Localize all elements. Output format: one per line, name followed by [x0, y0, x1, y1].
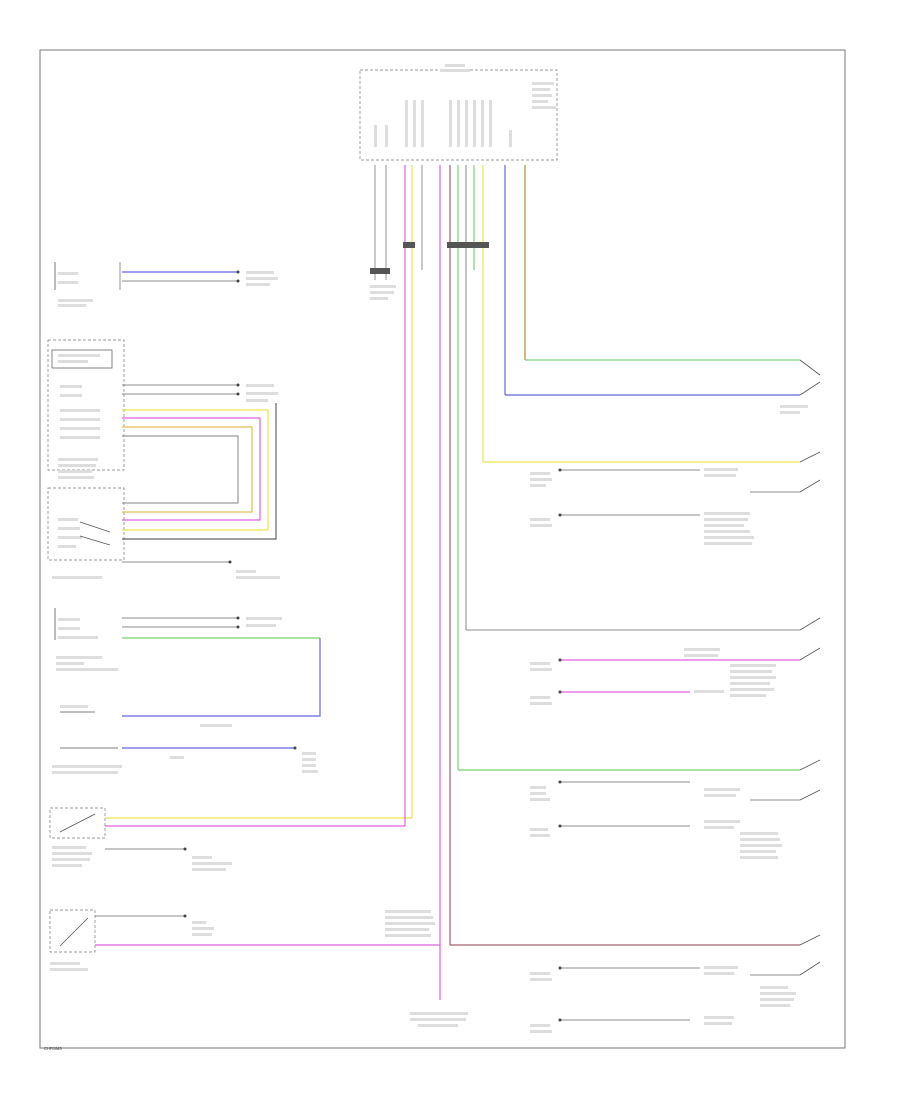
- left-connector-1: [54, 262, 278, 307]
- right-switch-5: [450, 934, 821, 1033]
- right-switch-3: [466, 617, 821, 705]
- right-switch-1: [505, 359, 821, 414]
- footer-code: CHRSM5: [44, 1046, 62, 1051]
- left-bottom-switch: [49, 909, 440, 971]
- top-module-pin-labels: [374, 64, 556, 147]
- left-switch-module: [47, 487, 280, 579]
- left-module-2: [47, 339, 278, 479]
- left-module-3: [54, 608, 321, 727]
- right-switch-2: [483, 451, 821, 545]
- left-module-loop-wires: [122, 403, 277, 540]
- right-switch-4: [458, 759, 821, 859]
- top-module-box: [359, 69, 558, 161]
- left-brake-switch: [49, 807, 412, 871]
- diagram-frame: [39, 49, 846, 1049]
- bottom-center-connector: [385, 910, 468, 1027]
- trunk-wires: [370, 165, 526, 1000]
- left-module-4: [52, 746, 318, 774]
